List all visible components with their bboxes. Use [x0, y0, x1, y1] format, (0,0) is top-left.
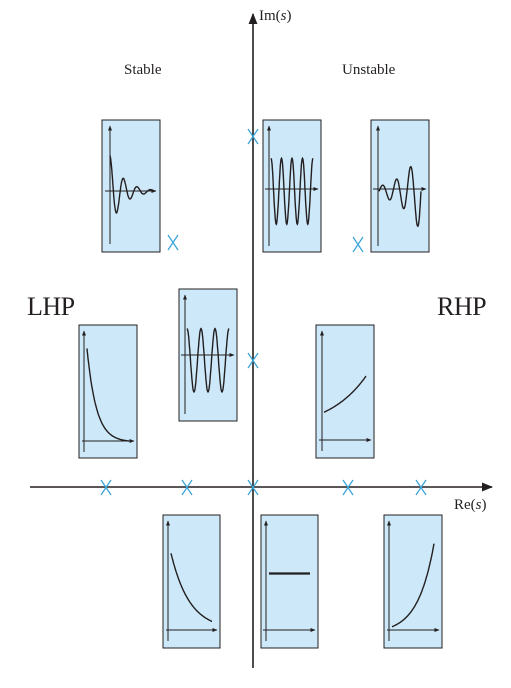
response-curve — [170, 553, 213, 623]
pole-marker-real-near-left — [181, 479, 193, 496]
panel-exponential-decay-slow — [162, 514, 221, 649]
lhp-label: LHP — [27, 292, 75, 321]
panel-background — [260, 514, 319, 649]
panel-damped-oscillation — [101, 119, 161, 253]
panel-background — [78, 324, 138, 459]
pole-marker-origin — [247, 479, 259, 496]
panel-constant-response — [260, 514, 319, 649]
pole-markers — [100, 128, 427, 496]
response-curve — [323, 375, 367, 413]
response-curve — [270, 156, 314, 226]
response-curve — [378, 165, 422, 228]
pole-marker-real-near-right — [342, 479, 354, 496]
panel-exponential-growth-fast — [383, 514, 443, 649]
panel-background — [262, 119, 322, 253]
panel-exponential-growth-slow — [315, 324, 375, 459]
panel-background — [315, 324, 375, 459]
panel-background — [101, 119, 161, 253]
pole-marker-imag-lower — [247, 352, 259, 369]
panel-background — [162, 514, 221, 649]
pole-marker-real-far-left — [100, 479, 112, 496]
pole-marker-complex-stable-lower — [167, 234, 179, 251]
pole-marker-complex-unstable-lower — [352, 236, 364, 253]
panel-background — [383, 514, 443, 649]
response-curve — [86, 348, 129, 442]
response-curve — [109, 155, 153, 214]
rhp-label: RHP — [437, 292, 487, 321]
panel-growing-oscillation — [370, 119, 430, 253]
panel-sustained-oscillation-high — [262, 119, 322, 253]
pole-marker-real-far-right — [415, 479, 427, 496]
stable-label: Stable — [124, 62, 162, 78]
real-axis-label: Re(s) — [454, 497, 487, 513]
response-curve — [186, 327, 230, 394]
imaginary-axis-label: Im(s) — [259, 8, 292, 24]
panel-exponential-decay-fast — [78, 324, 138, 459]
panel-background — [370, 119, 430, 253]
pole-marker-imag-upper — [247, 128, 259, 145]
response-curve — [391, 543, 435, 628]
unstable-label: Unstable — [342, 62, 396, 78]
panel-sustained-oscillation-low — [178, 288, 238, 422]
